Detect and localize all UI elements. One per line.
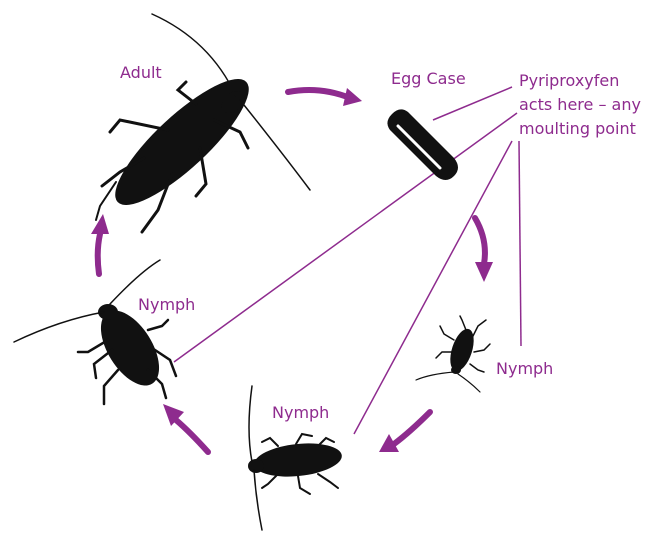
- note-line-2: acts here – any: [519, 94, 641, 116]
- arrow-adult-to-egg-head: [343, 88, 362, 106]
- callout-line-nymph-right: [519, 141, 521, 346]
- arrow-nymph-left-to-adult: [98, 234, 100, 274]
- arrow-egg-to-nymph-right-head: [475, 262, 493, 282]
- label-egg-case: Egg Case: [391, 68, 466, 90]
- nymph-right-icon: [416, 316, 490, 392]
- adult-cockroach-icon: [96, 14, 310, 232]
- callout-line-nymph-left: [174, 113, 517, 362]
- arrow-egg-to-nymph-right: [475, 218, 485, 264]
- callout-line-egg: [433, 87, 512, 120]
- arrow-adult-to-egg: [288, 90, 350, 98]
- callout-line-nymph-bottom: [354, 141, 512, 434]
- label-adult: Adult: [120, 62, 162, 84]
- label-nymph-left: Nymph: [138, 294, 195, 316]
- label-nymph-bottom: Nymph: [272, 402, 329, 424]
- arrow-bottom-to-nymph-left: [176, 420, 208, 452]
- label-nymph-right: Nymph: [496, 358, 553, 380]
- note-line-3: moulting point: [519, 118, 636, 140]
- note-line-1: Pyriproxyfen: [519, 70, 619, 92]
- arrow-nymph-right-to-bottom: [394, 412, 430, 444]
- egg-case-icon: [387, 109, 458, 180]
- nymph-left-icon: [14, 260, 176, 404]
- arrow-nymph-left-to-adult-head: [91, 214, 109, 234]
